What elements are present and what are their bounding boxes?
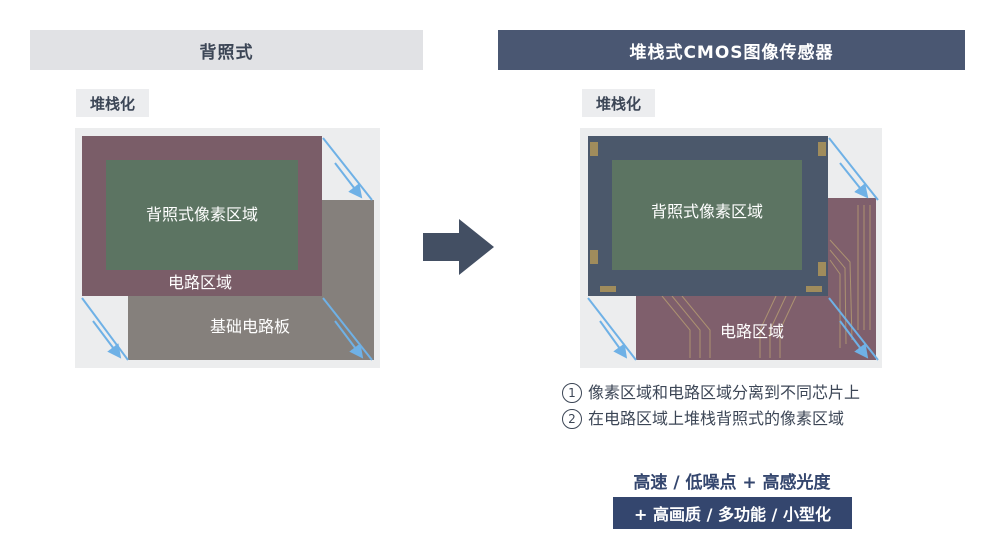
stack-arrow-bottom-left (92, 320, 122, 359)
benefit-line-1: 高速 / 低噪点 + 高感光度 (633, 473, 831, 493)
stack-arrow-bottom-right (334, 320, 364, 359)
number-badge: 2 (562, 409, 582, 429)
edge-line-top-left (322, 137, 373, 201)
stacking-tag-right: 堆栈化 (582, 89, 656, 117)
note-item: 2 在电路区域上堆栈背照式的像素区域 (562, 406, 860, 432)
edge-line-bottom-right-right (828, 297, 879, 361)
benefit-line-2: + 高画质 / 多功能 / 小型化 (613, 497, 852, 529)
stack-arrow-top-right (839, 162, 869, 199)
backside-illuminated-banner: 背照式 (30, 30, 423, 70)
circuit-area-label-left: 电路区域 (168, 273, 232, 292)
left-backside-illuminated-diagram: 背照式像素区域 电路区域 基础电路板 (75, 128, 380, 368)
pixel-area-label-left: 背照式像素区域 (146, 205, 258, 224)
base-board-label: 基础电路板 (210, 317, 290, 336)
stack-arrow-bottom-right-right (839, 320, 869, 359)
edge-line-bottom-right (322, 297, 373, 361)
pixel-area-right (612, 160, 802, 270)
note-text: 在电路区域上堆栈背照式的像素区域 (588, 409, 845, 428)
bond-pads-top (590, 142, 826, 292)
stacked-cmos-banner: 堆栈式CMOS图像传感器 (498, 30, 965, 70)
edge-line-top-right (828, 137, 879, 201)
note-text: 像素区域和电路区域分离到不同芯片上 (588, 383, 861, 402)
number-badge: 1 (562, 383, 582, 403)
stacking-tag-left: 堆栈化 (76, 89, 150, 117)
right-stacked-diagram: 背照式像素区域 电路区域 (580, 128, 882, 368)
stack-arrow-top-left (334, 162, 363, 199)
pixel-area-label-right: 背照式像素区域 (651, 202, 763, 221)
stack-arrow-bottom-left-right (599, 320, 628, 359)
edge-line-bottom-left-right (587, 297, 637, 361)
pixel-area-left (106, 160, 298, 270)
note-item: 1 像素区域和电路区域分离到不同芯片上 (562, 380, 860, 406)
feature-notes: 1 像素区域和电路区域分离到不同芯片上 2 在电路区域上堆栈背照式的像素区域 (562, 380, 860, 432)
circuit-area-label-right: 电路区域 (720, 322, 784, 341)
transition-arrow-icon (423, 219, 494, 275)
